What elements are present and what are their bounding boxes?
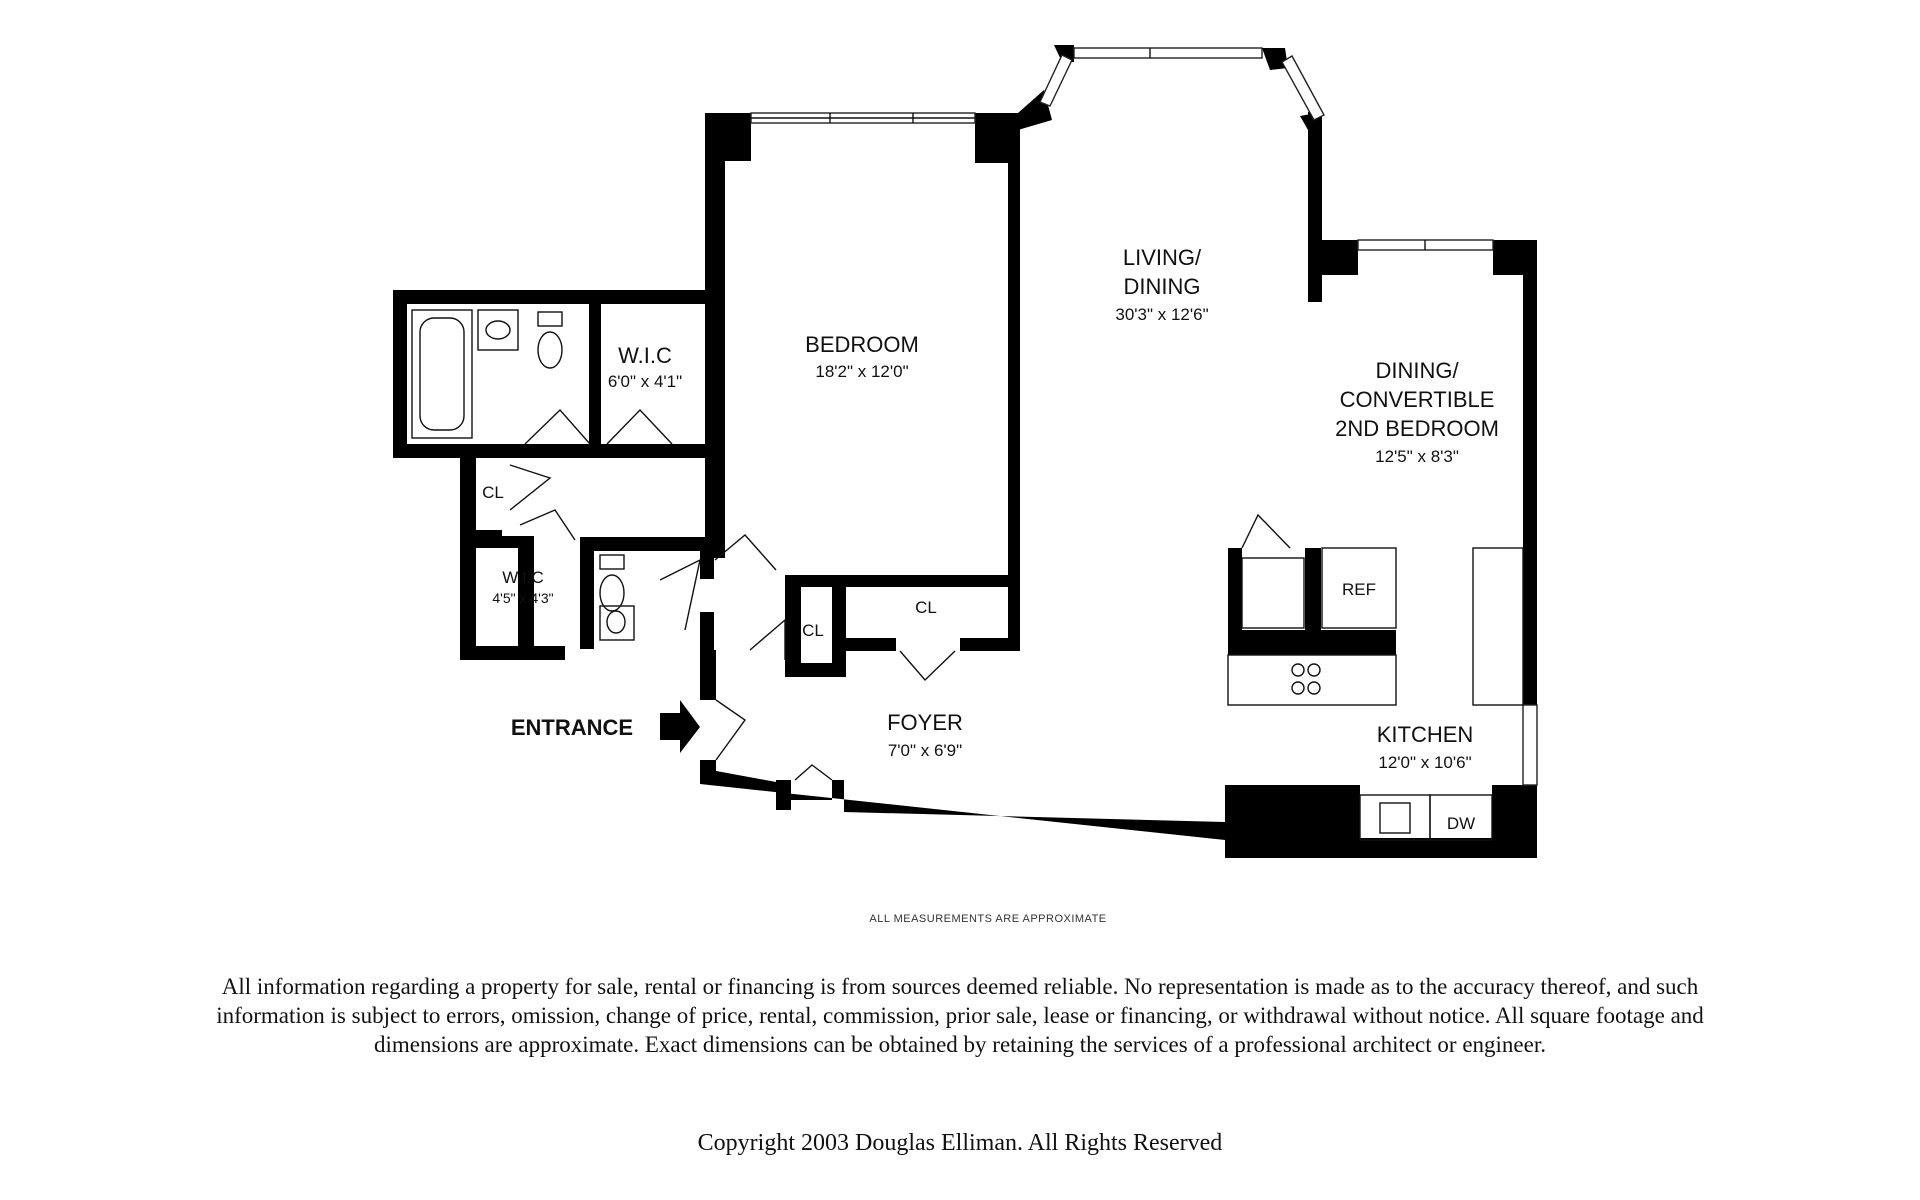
entrance-label: ENTRANCE: [511, 715, 633, 740]
dining-label-line2: CONVERTIBLE: [1340, 387, 1495, 412]
copyright-text: Copyright 2003 Douglas Elliman. All Righ…: [697, 1130, 1223, 1156]
kitchen-dims: 12'0" x 10'6": [1378, 753, 1471, 772]
wic-bedroom-label: W.I.C: [618, 343, 672, 368]
wic-bedroom-dims: 6'0" x 4'1": [608, 372, 682, 391]
wic-small-dims: 4'5" x 4'3": [492, 590, 553, 606]
refrigerator-label: REF: [1342, 580, 1376, 599]
closet-label-1: CL: [482, 483, 504, 502]
windows: [750, 47, 1538, 786]
kitchen-label: KITCHEN: [1377, 722, 1474, 747]
dishwasher-label: DW: [1447, 814, 1475, 833]
closet-label-2: CL: [802, 621, 824, 640]
living-dims: 30'3" x 12'6": [1115, 305, 1208, 324]
bedroom-label: BEDROOM: [805, 332, 919, 357]
doors: [509, 408, 1291, 781]
disclaimer-text: All information regarding a property for…: [216, 974, 1704, 1057]
foyer-dims: 7'0" x 6'9": [888, 741, 962, 760]
dining-dims: 12'5" x 8'3": [1375, 447, 1459, 466]
closet-label-3: CL: [915, 598, 937, 617]
living-label-line2: DINING: [1124, 274, 1201, 299]
bathroom-fixtures: [411, 309, 635, 641]
entrance-arrow: [660, 700, 700, 753]
kitchen-fixtures: [1227, 547, 1524, 841]
dining-label-line3: 2ND BEDROOM: [1335, 416, 1499, 441]
bedroom-dims: 18'2" x 12'0": [815, 362, 908, 381]
measurement-note: ALL MEASUREMENTS ARE APPROXIMATE: [869, 913, 1106, 925]
foyer-label: FOYER: [887, 710, 963, 735]
dining-label-line1: DINING/: [1375, 358, 1459, 383]
walls: [393, 45, 1537, 858]
wic-small-label: W.I.C: [502, 568, 544, 587]
living-label-line1: LIVING/: [1123, 245, 1202, 270]
